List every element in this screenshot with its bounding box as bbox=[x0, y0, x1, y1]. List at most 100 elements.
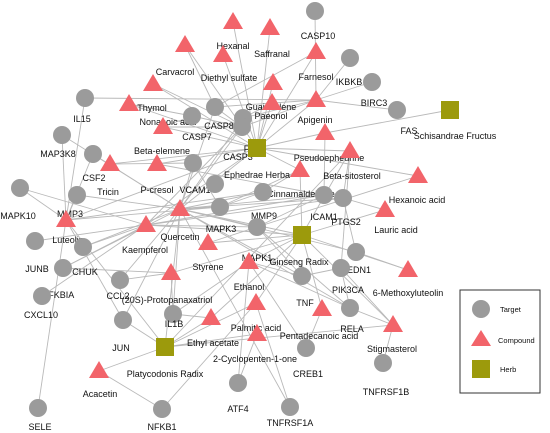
target-node-shape[interactable] bbox=[254, 183, 272, 201]
node-pentadec[interactable]: Pentadecanoic acid bbox=[280, 299, 359, 341]
compound-node-shape[interactable] bbox=[290, 160, 310, 177]
node-lauric[interactable]: Lauric acid bbox=[374, 200, 418, 235]
node-saffranal[interactable]: Saffranal bbox=[254, 18, 290, 59]
node-mapk10[interactable]: MAPK10 bbox=[0, 179, 36, 221]
node-casp8[interactable]: CASP8 bbox=[204, 98, 234, 131]
node-casp10[interactable]: CASP10 bbox=[301, 2, 336, 41]
node-stigma[interactable]: Stigmasterol bbox=[367, 315, 417, 354]
target-node-shape[interactable] bbox=[341, 49, 359, 67]
compound-node-shape[interactable] bbox=[223, 12, 243, 29]
node-pcresol[interactable]: P-cresol bbox=[140, 154, 174, 195]
target-node-shape[interactable] bbox=[54, 259, 72, 277]
node-betasito[interactable]: Beta-sitosterol bbox=[323, 141, 381, 181]
target-node-shape[interactable] bbox=[26, 232, 44, 250]
node-junb[interactable]: JUNB bbox=[25, 232, 49, 274]
node-ephedrae[interactable]: Ephedrae Herba bbox=[224, 139, 290, 180]
compound-node-shape[interactable] bbox=[143, 74, 163, 91]
node-ptgs2[interactable]: PTGS2 bbox=[331, 189, 361, 227]
node-ethanol[interactable]: Ethanol bbox=[234, 252, 265, 292]
target-node-shape[interactable] bbox=[293, 267, 311, 285]
node-nfkbia[interactable]: NFKBIA bbox=[42, 259, 75, 300]
compound-node-shape[interactable] bbox=[201, 308, 221, 325]
node-platy[interactable]: Platycodonis Radix bbox=[127, 338, 204, 379]
node-ccl2[interactable]: CCL2 bbox=[106, 271, 130, 301]
compound-node-shape[interactable] bbox=[246, 293, 266, 310]
compound-node-shape[interactable] bbox=[312, 299, 332, 316]
compound-node-shape[interactable] bbox=[306, 42, 326, 59]
compound-node-shape[interactable] bbox=[170, 199, 190, 216]
node-map3k8[interactable]: MAP3K8 bbox=[40, 126, 76, 159]
node-nfkb1[interactable]: NFKB1 bbox=[147, 400, 177, 432]
node-thymol[interactable]: Thymol bbox=[137, 74, 167, 113]
target-node-shape[interactable] bbox=[206, 175, 224, 193]
target-node-shape[interactable] bbox=[306, 2, 324, 20]
target-node-shape[interactable] bbox=[332, 259, 350, 277]
node-proto[interactable]: (20S)-Protopanaxatriol bbox=[122, 263, 213, 305]
compound-node-shape[interactable] bbox=[119, 94, 139, 111]
node-fas[interactable]: FAS bbox=[388, 101, 418, 136]
node-ikbkb[interactable]: IKBKB bbox=[336, 49, 363, 87]
node-tnfrsf1b[interactable]: TNFRSF1B bbox=[363, 354, 410, 397]
target-node-shape[interactable] bbox=[229, 374, 247, 392]
target-node-shape[interactable] bbox=[363, 73, 381, 91]
node-casp3[interactable]: CASP3 bbox=[223, 118, 253, 162]
target-node-shape[interactable] bbox=[297, 339, 315, 357]
compound-node-shape[interactable] bbox=[153, 117, 173, 134]
target-node-shape[interactable] bbox=[29, 399, 47, 417]
target-node-shape[interactable] bbox=[281, 398, 299, 416]
compound-node-shape[interactable] bbox=[260, 18, 280, 35]
node-luteolin[interactable]: Luteolin bbox=[52, 210, 84, 245]
node-chuk[interactable]: CHUK bbox=[72, 238, 98, 277]
herb-node-shape[interactable] bbox=[156, 338, 174, 356]
target-node-shape[interactable] bbox=[68, 186, 86, 204]
node-vcam1[interactable]: VCAM1 bbox=[179, 154, 211, 195]
node-nonanoic[interactable]: Nonanoic acid bbox=[119, 94, 197, 127]
compound-node-shape[interactable] bbox=[383, 315, 403, 332]
target-node-shape[interactable] bbox=[334, 189, 352, 207]
node-styrene[interactable]: Styrene bbox=[192, 233, 224, 272]
compound-node-shape[interactable] bbox=[263, 73, 283, 90]
compound-node-shape[interactable] bbox=[213, 45, 233, 62]
target-node-shape[interactable] bbox=[153, 400, 171, 418]
compound-node-shape[interactable] bbox=[375, 200, 395, 217]
compound-node-shape[interactable] bbox=[340, 141, 360, 158]
node-mmp3[interactable]: MMP3 bbox=[57, 186, 86, 219]
node-farnesol[interactable]: Farnesol bbox=[298, 42, 334, 82]
node-cyclopent[interactable]: 2-Cyclopenten-1-one bbox=[213, 324, 297, 364]
node-pseudo[interactable]: Pseudoephedrine bbox=[294, 123, 365, 163]
node-pik3ca[interactable]: PIK3CA bbox=[332, 259, 364, 295]
target-node-shape[interactable] bbox=[84, 145, 102, 163]
compound-node-shape[interactable] bbox=[315, 123, 335, 140]
node-jun[interactable]: JUN bbox=[112, 311, 132, 353]
target-node-shape[interactable] bbox=[184, 154, 202, 172]
target-node-shape[interactable] bbox=[233, 118, 251, 136]
node-creb1[interactable]: CREB1 bbox=[293, 339, 323, 379]
target-node-shape[interactable] bbox=[248, 218, 266, 236]
target-node-shape[interactable] bbox=[53, 126, 71, 144]
target-node-shape[interactable] bbox=[183, 107, 201, 125]
node-diethyl[interactable]: Diethyl sulfate bbox=[201, 45, 258, 83]
target-node-shape[interactable] bbox=[347, 243, 365, 261]
node-mapk3[interactable]: MAPK3 bbox=[206, 198, 237, 234]
node-tnfrsf1a[interactable]: TNFRSF1A bbox=[267, 398, 314, 428]
node-paeonol[interactable]: Paeonol bbox=[254, 93, 288, 121]
compound-node-shape[interactable] bbox=[147, 154, 167, 171]
node-betaelemene[interactable]: Beta-elemene bbox=[134, 117, 190, 156]
node-quercetin[interactable]: Quercetin bbox=[160, 199, 200, 242]
target-node-shape[interactable] bbox=[374, 354, 392, 372]
herb-node-shape[interactable] bbox=[248, 139, 266, 157]
compound-node-shape[interactable] bbox=[136, 215, 156, 232]
node-apigenin[interactable]: Apigenin bbox=[297, 90, 333, 125]
compound-node-shape[interactable] bbox=[89, 361, 109, 378]
target-node-shape[interactable] bbox=[74, 238, 92, 256]
node-methoxy[interactable]: 6-Methoxyluteolin bbox=[373, 260, 444, 298]
node-il1b[interactable]: IL1B bbox=[164, 305, 183, 329]
node-cxcl10[interactable]: CXCL10 bbox=[24, 287, 58, 320]
target-node-shape[interactable] bbox=[164, 305, 182, 323]
node-il15[interactable]: IL15 bbox=[73, 89, 94, 124]
compound-node-shape[interactable] bbox=[408, 166, 428, 183]
compound-node-shape[interactable] bbox=[262, 93, 282, 110]
node-cinnam[interactable]: Cinnamaldehyde bbox=[267, 160, 335, 199]
node-kaempferol[interactable]: Kaempferol bbox=[122, 215, 168, 255]
node-hexanal[interactable]: Hexanal bbox=[216, 12, 250, 51]
